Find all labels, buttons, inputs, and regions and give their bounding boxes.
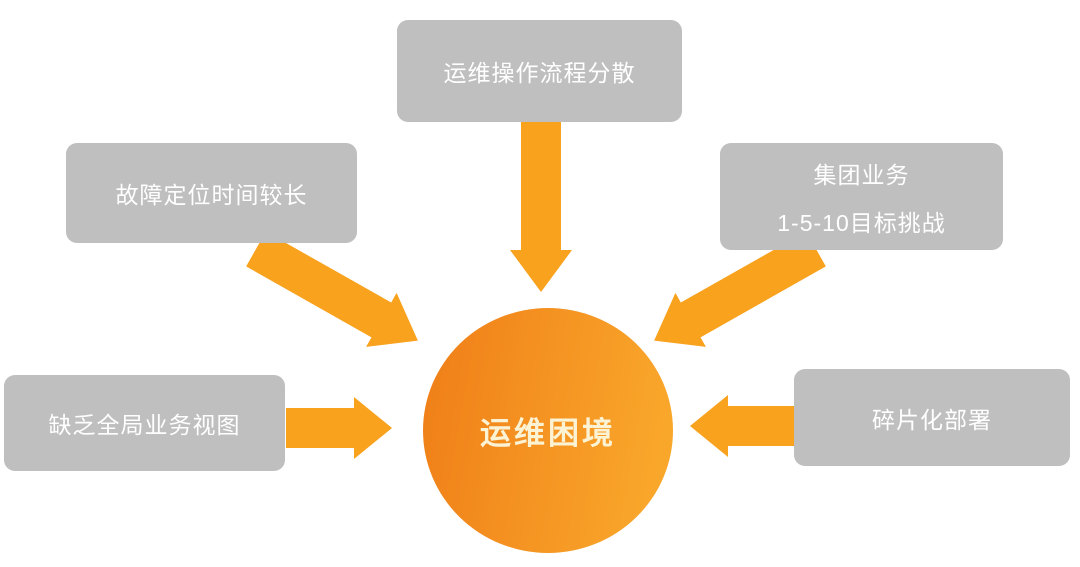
node-label-line2: 1-5-10目标挑战 (777, 209, 946, 236)
node-label: 故障定位时间较长 (115, 182, 308, 208)
node-group-business-challenge: 集团业务 1-5-10目标挑战 (720, 143, 1003, 250)
node-ops-process-scattered: 运维操作流程分散 (397, 20, 682, 122)
arrow-right-icon (286, 397, 392, 459)
arrow-down-icon (510, 122, 572, 292)
arrow-left-icon (690, 395, 802, 457)
center-node-label: 运维困境 (480, 416, 616, 451)
node-fragmented-deployment: 碎片化部署 (794, 369, 1070, 466)
arrow-down-left-icon (654, 231, 826, 347)
arrow-down-right-icon (246, 231, 418, 347)
node-no-global-view: 缺乏全局业务视图 (4, 375, 285, 471)
node-label: 碎片化部署 (872, 406, 992, 433)
center-node: 运维困境 (423, 308, 673, 553)
node-fault-location-slow: 故障定位时间较长 (66, 143, 357, 243)
node-label: 运维操作流程分散 (443, 60, 636, 86)
node-label-line1: 集团业务 (813, 161, 910, 188)
node-label: 缺乏全局业务视图 (48, 412, 241, 438)
